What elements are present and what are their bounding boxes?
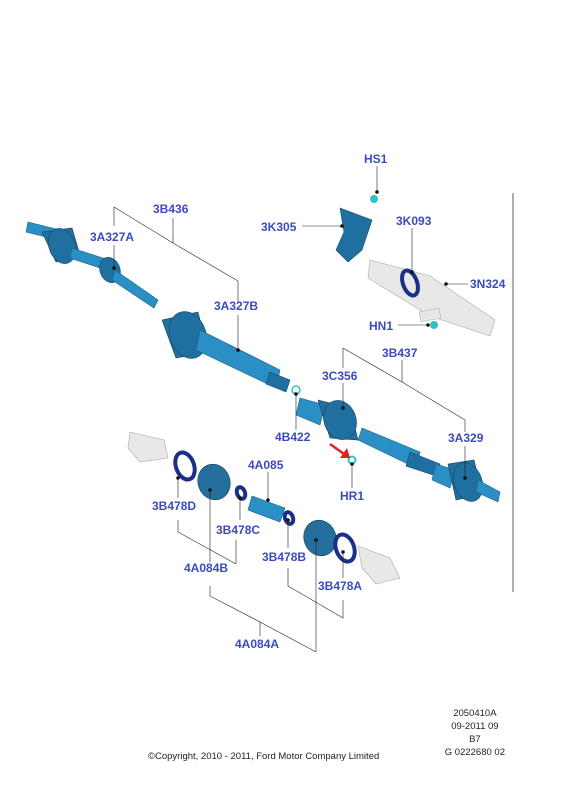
exploded-components — [127, 431, 401, 585]
label-3b478c: 3B478C — [216, 523, 260, 537]
label-3k305: 3K305 — [261, 220, 297, 234]
bolt-hs1 — [370, 195, 378, 203]
right-drive-shaft — [295, 397, 501, 503]
label-4a085: 4A085 — [248, 458, 284, 472]
label-3b436: 3B436 — [153, 202, 189, 216]
label-3a327a: 3A327A — [90, 230, 134, 244]
label-3b478a: 3B478A — [318, 579, 362, 593]
doc-code: 2050410A — [453, 708, 497, 719]
label-hr1: HR1 — [340, 489, 364, 503]
label-hn1: HN1 — [369, 319, 393, 333]
label-3b437: 3B437 — [382, 346, 418, 360]
document-info: 2050410A 09-2011 09 B7 G 0222680 02 — [445, 707, 505, 759]
doc-reference: G 0222680 02 — [444, 747, 505, 758]
bolt-hn1 — [430, 321, 438, 329]
bearing-bracket-assembly — [291, 195, 496, 465]
label-3c356: 3C356 — [322, 369, 358, 383]
left-drive-shaft — [25, 221, 291, 393]
label-3a327b: 3A327B — [214, 299, 258, 313]
label-4a084a: 4A084A — [235, 637, 279, 651]
copyright-notice: ©Copyright, 2010 - 2011, Ford Motor Comp… — [148, 751, 380, 762]
label-3k093: 3K093 — [396, 214, 432, 228]
part-labels: HS1 3B436 3K305 3K093 3A327A 3N324 3A327… — [90, 152, 506, 651]
label-4b422: 4B422 — [275, 430, 311, 444]
label-3a329: 3A329 — [448, 431, 484, 445]
doc-date: 09-2011 09 — [451, 721, 499, 732]
label-4a084b: 4A084B — [184, 561, 228, 575]
leader-lines — [112, 166, 468, 653]
insert-direction-arrow — [329, 442, 350, 458]
label-3b478d: 3B478D — [152, 499, 196, 513]
doc-revision: B7 — [469, 734, 481, 745]
label-3b478b: 3B478B — [262, 550, 306, 564]
label-3n324: 3N324 — [470, 277, 506, 291]
label-hs1: HS1 — [364, 152, 388, 166]
